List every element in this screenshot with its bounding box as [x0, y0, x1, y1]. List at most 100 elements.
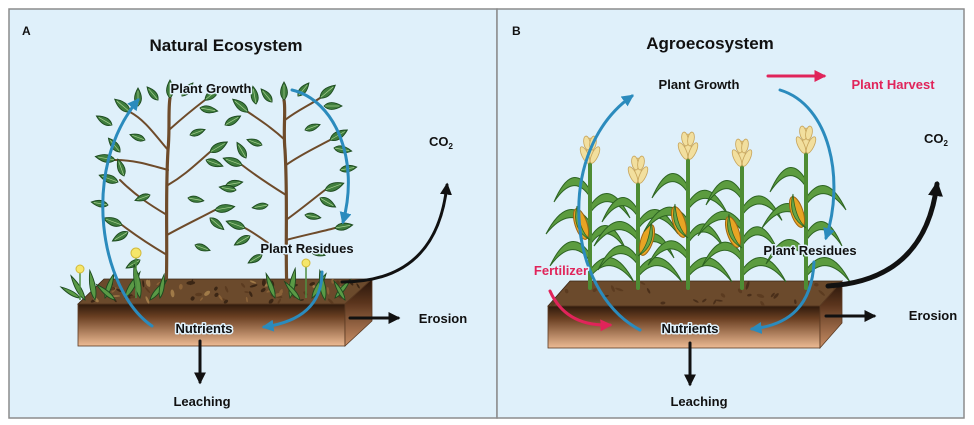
- plant-harvest-label: Plant Harvest: [851, 77, 935, 92]
- leaf: [189, 128, 206, 137]
- leaf: [304, 212, 322, 220]
- soil-speck: [702, 298, 707, 303]
- panel-title: Agroecosystem: [646, 34, 774, 53]
- leaf-litter: [223, 299, 228, 304]
- leaf-vein: [310, 249, 323, 255]
- dandelion-flower: [301, 258, 311, 268]
- leaf: [205, 158, 224, 168]
- dandelion-flower: [130, 247, 142, 259]
- leaf: [95, 115, 113, 126]
- leaf-blade: [59, 286, 81, 299]
- leaf: [181, 82, 194, 97]
- soil-speck: [713, 299, 717, 305]
- leaf: [225, 220, 246, 230]
- leaf-vein: [250, 255, 262, 263]
- leaf-vein: [234, 100, 248, 112]
- soil-speck: [692, 299, 699, 303]
- leaf: [334, 222, 354, 231]
- leaf-litter: [261, 279, 265, 285]
- corn-leaf: [765, 239, 807, 265]
- soil-speck: [660, 301, 666, 305]
- leaf-vein: [262, 90, 272, 102]
- leaf: [319, 84, 337, 99]
- corn-leaf: [597, 245, 639, 271]
- leaf-vein: [320, 198, 334, 206]
- leaf-vein: [325, 183, 342, 190]
- tree-branch: [247, 111, 286, 141]
- tassel-spike: [637, 155, 645, 171]
- decomposition-arrow: [749, 260, 816, 334]
- corn-husk: [727, 213, 743, 249]
- tree-branch: [114, 159, 169, 171]
- dandelion-flower: [75, 264, 85, 274]
- leaf-vein: [228, 221, 245, 228]
- litterfall-arrow: [290, 88, 352, 225]
- leaf: [260, 88, 273, 103]
- soil-speck: [747, 293, 752, 297]
- leaf-blade: [95, 283, 116, 301]
- tree-branch: [285, 189, 326, 221]
- leaf-vein: [330, 131, 345, 140]
- leaf: [283, 280, 301, 301]
- leaf-vein: [116, 100, 130, 112]
- leaf: [194, 243, 211, 252]
- leaf: [231, 98, 249, 113]
- leaching-label: Leaching: [173, 394, 230, 409]
- corn-leaf: [589, 193, 631, 219]
- tassel-spike: [741, 149, 753, 167]
- leaf-vein: [252, 88, 257, 104]
- tree-branch: [121, 224, 168, 256]
- leaf-blade: [265, 271, 276, 299]
- corn-tassel: [677, 131, 699, 160]
- leaf: [88, 268, 97, 301]
- corn-field: [545, 125, 851, 290]
- leaf: [323, 102, 343, 110]
- leaf-vein: [182, 84, 192, 96]
- leaf-vein: [254, 204, 268, 208]
- leaf-vein: [225, 117, 239, 125]
- corn-leaf: [601, 197, 639, 223]
- leaf-vein: [206, 159, 221, 166]
- leaf: [209, 217, 225, 231]
- corn-leaf: [741, 195, 783, 221]
- leaf-blade: [283, 280, 301, 301]
- tree-branch: [167, 151, 211, 186]
- leaf-vein: [335, 224, 351, 229]
- co2-emission-arrow: [340, 182, 452, 284]
- dandelion-flowers: [75, 247, 311, 300]
- leaf-litter: [274, 292, 283, 297]
- leaf: [319, 197, 337, 208]
- tree-branch: [284, 97, 321, 121]
- soil-speck: [610, 285, 615, 292]
- soil-speck: [646, 288, 651, 294]
- leaf-vein: [132, 135, 145, 141]
- leaf: [224, 115, 242, 126]
- tree-branch: [166, 209, 216, 236]
- tree-branch: [285, 139, 331, 166]
- tree-stem: [164, 96, 172, 294]
- panel-background: [8, 8, 498, 419]
- co2-subscript: 2: [944, 139, 949, 148]
- leaf-vein: [148, 88, 158, 100]
- leaf-vein: [137, 194, 150, 200]
- leaf-litter: [142, 280, 145, 288]
- corn-ear: [724, 213, 743, 249]
- corn-plant: [643, 131, 733, 290]
- leaf: [333, 279, 346, 301]
- tree-plant: [90, 79, 244, 294]
- leaf-litter: [249, 291, 253, 297]
- corn-leaf: [805, 221, 843, 247]
- leaf: [250, 85, 259, 105]
- leaf-vein: [118, 161, 125, 176]
- leaf: [218, 184, 237, 193]
- corn-tassel: [795, 125, 817, 154]
- corn-leaf: [805, 185, 847, 211]
- leaf-litter: [309, 282, 316, 286]
- tassel-spike: [805, 125, 813, 141]
- panel-label: B: [512, 24, 521, 38]
- leaf: [214, 204, 236, 213]
- tassel-spike: [741, 138, 749, 154]
- leaf: [309, 248, 326, 257]
- leaf-litter: [170, 289, 175, 298]
- leaf: [265, 271, 276, 299]
